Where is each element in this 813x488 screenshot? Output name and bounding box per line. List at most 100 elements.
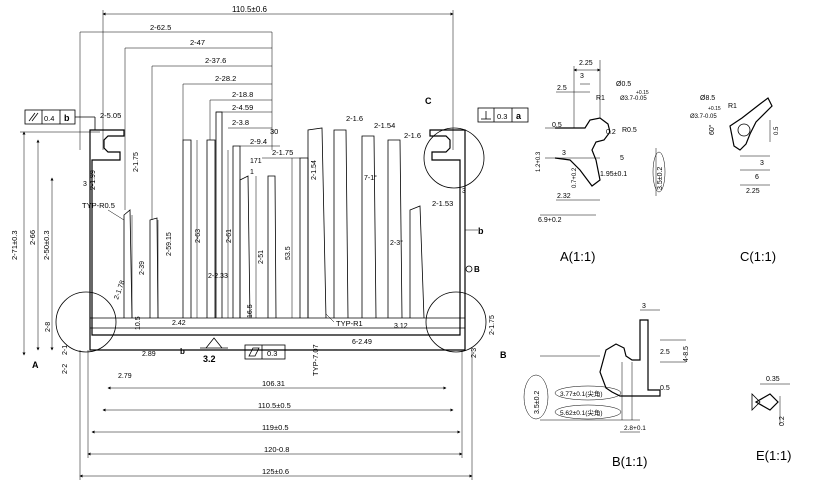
dim-2-28-2: 2-28.2 (215, 74, 236, 83)
detail-c-title: C(1:1) (740, 249, 776, 264)
dim-2-8: 2-8 (45, 322, 52, 332)
dim-2-66: 2-66 (28, 230, 37, 245)
detail-a-dim-12: 0.7+0.2 (572, 167, 578, 188)
detail-a: 2.25 3 2.5 R1 Ø0.5 Ø3.7-0.05 +0.15 R0.5 … (536, 60, 666, 264)
dim-top-width: 110.5±0.6 (232, 5, 267, 14)
detail-e: 0.35 0.2 E(1:1) (751, 376, 791, 463)
detail-a-dim-3: R1 (596, 95, 605, 102)
detail-a-dim-6: +0.15 (636, 90, 649, 96)
fin-h-2-59-15: 2-59.15 (166, 232, 173, 256)
label-171: 171 (250, 158, 262, 165)
view-label-b: B (500, 350, 507, 360)
detail-c-dim-6: 3 (760, 160, 764, 167)
dim-106-31: 106.31 (262, 379, 285, 388)
perpendicularity-frame: 0.3 a (477, 107, 529, 123)
label-2-1-78: 2-1.78 (113, 280, 126, 301)
fin-h-2-51: 2-51 (258, 250, 265, 264)
detail-c-dim-8: 2.25 (746, 188, 760, 195)
label-30: 30 (270, 127, 278, 136)
detail-a-dim-13: 1.95±0.1 (600, 171, 627, 178)
dim-2-4-59: 2-4.59 (232, 103, 253, 112)
label-2-2-33: 2-2.33 (208, 273, 228, 280)
base-plate (89, 129, 466, 351)
dim-2-1-6b: 2-1.6 (404, 131, 421, 140)
dim-110-5: 110.5±0.5 (258, 401, 291, 410)
dim-2-1-54: 2-1.54 (374, 121, 395, 130)
detail-b-dim-7: 2.8+0.1 (624, 425, 646, 432)
detail-b-dim-2: 4-8.5 (683, 346, 690, 362)
view-label-b2: B (474, 265, 480, 274)
detail-circle-c (423, 127, 485, 189)
flatness-value: 0.3 (267, 349, 277, 358)
detail-a-dim-2: 2.5 (557, 85, 567, 92)
parallelism-ref: b (64, 113, 70, 123)
label-2-42: 2.42 (172, 320, 186, 327)
dim-2-62-5: 2-62.5 (150, 23, 171, 32)
dim-2-1-99: 2-1.99 (90, 170, 97, 190)
detail-b-dim-4: 3.5±0.2 (534, 391, 541, 414)
label-3-12: 3.12 (394, 323, 408, 330)
fin-h-2-1-54: 2-1.54 (311, 160, 318, 180)
dim-2-1: 2-1 (62, 345, 69, 355)
detail-c-dim-0: Ø8.5 (700, 95, 715, 102)
detail-a-dim-0: 2.25 (579, 60, 593, 67)
dim-2-18-8: 2-18.8 (232, 90, 253, 99)
detail-a-dim-14: 5 (620, 155, 624, 162)
detail-b-dim-3: 0.5 (660, 385, 670, 392)
detail-a-dim-7: R0.5 (622, 127, 637, 134)
label-3-right: 3 (462, 188, 466, 195)
dim-125: 125±0.6 (262, 467, 289, 476)
perp-ref: a (516, 111, 522, 121)
detail-circle-b (425, 291, 487, 353)
label-1: 1 (250, 169, 254, 176)
main-view: 110.5±0.6 2-62.5 2-47 2-37.6 2-28.2 2-18… (10, 5, 529, 480)
fin-h-2-61: 2-61 (226, 229, 233, 243)
detail-a-dim-4: Ø0.5 (616, 81, 631, 88)
detail-a-title: A(1:1) (560, 249, 595, 264)
label-16-5: 16.5 (247, 304, 254, 318)
dim-2-1-53: 2-1.53 (432, 199, 453, 208)
label-3-left: 3 (83, 181, 87, 188)
detail-a-dim-11: 1.2+0.3 (536, 151, 542, 172)
detail-a-dim-1: 3 (580, 73, 584, 80)
detail-c-dim-1: Ø3.7-0.05 (690, 114, 717, 120)
parallelism-frame: 0.4 b (24, 109, 96, 130)
label-2-3: 2-3 (471, 348, 478, 358)
parallelism-value: 0.4 (44, 114, 54, 123)
detail-c-dim-4: 60° (708, 124, 716, 135)
detail-c: Ø8.5 Ø3.7-0.05 +0.15 R1 60° 0.5 3 6 2.25… (690, 95, 780, 264)
dim-2-2: 2-2 (62, 364, 69, 374)
surface-finish-value: 3.2 (203, 354, 216, 364)
surface-finish-symbol: 3.2 (200, 337, 228, 364)
dim-2-5-05: 2-5.05 (100, 111, 121, 120)
fin-h-2-39: 2-39 (139, 261, 146, 275)
dim-2-1-6: 2-1.6 (346, 114, 363, 123)
fin-h-2-63: 2-63 (195, 229, 202, 243)
detail-b-dim-6: 5.62±0.1(尖角) (560, 408, 603, 417)
detail-b-dim-1: 2.5 (660, 349, 670, 356)
detail-e-title: E(1:1) (756, 448, 791, 463)
fin-h-53-5: 53.5 (285, 246, 292, 260)
label-typ-r1: TYP-R1 (336, 319, 363, 328)
label-typ-r05: TYP-R0.5 (82, 201, 115, 210)
label-10-5: 10.5 (135, 316, 142, 330)
detail-b-dim-5: 3.77±0.1(尖角) (560, 389, 603, 398)
view-label-a: A (32, 360, 39, 370)
detail-c-dim-2: +0.15 (708, 106, 721, 112)
detail-a-dim-16: 6.9+0.2 (538, 217, 562, 224)
dim-2-71: 2-71±0.3 (10, 230, 19, 260)
label-2-79: 2.79 (118, 373, 132, 380)
detail-e-dim-0: 0.35 (766, 376, 780, 383)
fin-dimension-lines (79, 31, 300, 220)
detail-a-dim-17: 3.5±0.2 (657, 167, 664, 190)
label-6-2-49: 6-2.49 (352, 339, 372, 346)
dim-2-9-4: 2-9.4 (250, 137, 267, 146)
dim-2-3-8: 2-3.8 (232, 118, 249, 127)
bottom-dimensions (79, 350, 473, 480)
detail-c-dim-7: 6 (755, 174, 759, 181)
label-2-3deg: 2-3° (390, 239, 403, 247)
view-label-c: C (425, 96, 432, 106)
label-2-1-75-right: 2-1.75 (489, 315, 496, 335)
dim-2-1-75: 2-1.75 (133, 152, 140, 172)
